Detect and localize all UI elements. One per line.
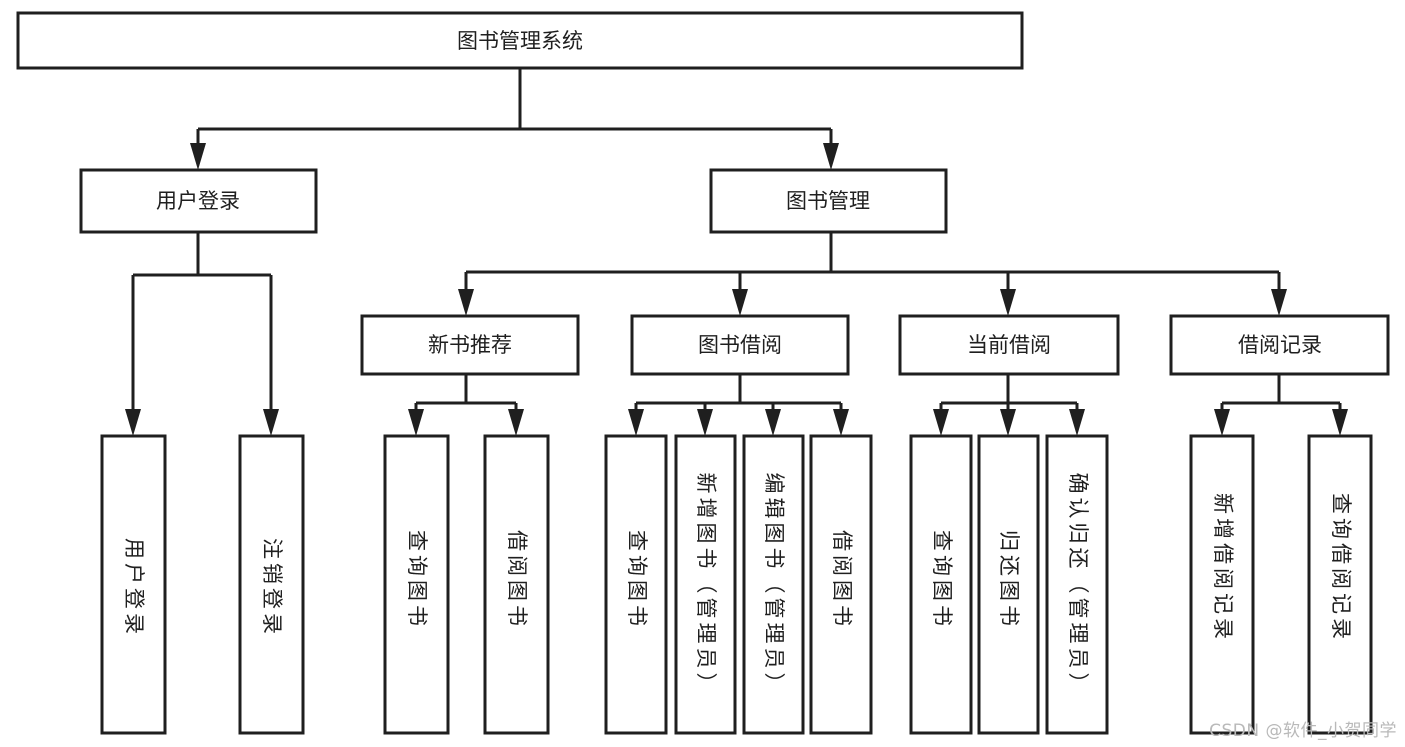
arrow-head-leaf-confirm-return xyxy=(1069,409,1085,436)
node-leaf-query-book-a-box[interactable] xyxy=(383,434,450,735)
node-leaf-query-record-label: 查询借阅记录 xyxy=(1329,493,1353,643)
node-leaf-edit-book-label: 编辑图书（管理员） xyxy=(762,473,786,698)
connector-group-root-to-level2 xyxy=(190,68,839,170)
node-borrow-record[interactable]: 借阅记录 xyxy=(1169,314,1390,376)
arrow-head-leaf-borrow-book-a xyxy=(508,409,524,436)
arrow-head-leaf-edit-book xyxy=(765,409,781,436)
arrow-head-leaf-return-book xyxy=(1000,409,1016,436)
arrow-head-leaf-add-book xyxy=(697,409,713,436)
node-leaf-query-book-a[interactable]: 查询图书 xyxy=(383,434,450,735)
node-root-label: 图书管理系统 xyxy=(457,29,583,53)
node-leaf-add-book-label: 新增图书（管理员） xyxy=(694,473,718,698)
node-new-book-rec-label: 新书推荐 xyxy=(428,333,512,357)
node-leaf-add-book[interactable]: 新增图书（管理员） xyxy=(674,434,737,735)
node-leaf-query-record[interactable]: 查询借阅记录 xyxy=(1307,434,1373,735)
node-book-borrow-label: 图书借阅 xyxy=(698,333,782,357)
arrow-head-current-borrow xyxy=(1000,289,1016,316)
arrow-head-leaf-query-book-b xyxy=(628,409,644,436)
node-leaf-query-record-box[interactable] xyxy=(1307,434,1373,735)
connector-group-new-book-rec-to-leaves xyxy=(408,374,524,436)
arrow-head-book-borrow xyxy=(732,289,748,316)
node-leaf-borrow-book-a-label: 借阅图书 xyxy=(505,530,529,630)
node-leaf-query-book-a-label: 查询图书 xyxy=(405,530,429,630)
arrow-head-leaf-user-login xyxy=(125,409,141,436)
node-leaf-confirm-return-label: 确认归还（管理员） xyxy=(1066,473,1090,698)
node-book-borrow-box[interactable] xyxy=(630,314,850,376)
node-user-login-box[interactable] xyxy=(79,168,318,234)
node-new-book-rec[interactable]: 新书推荐 xyxy=(360,314,580,376)
node-leaf-add-record[interactable]: 新增借阅记录 xyxy=(1189,434,1255,735)
node-current-borrow-box[interactable] xyxy=(898,314,1120,376)
node-root-box[interactable] xyxy=(16,11,1024,70)
node-leaf-user-login[interactable]: 用户登录 xyxy=(100,434,167,735)
connector-group-book-borrow-to-leaves xyxy=(628,374,849,436)
arrow-head-book-manage xyxy=(823,143,839,170)
node-book-borrow[interactable]: 图书借阅 xyxy=(630,314,850,376)
node-book-manage-box[interactable] xyxy=(709,168,948,234)
arrow-head-leaf-add-record xyxy=(1214,409,1230,436)
arrow-head-leaf-borrow-book-b xyxy=(833,409,849,436)
node-leaf-confirm-return[interactable]: 确认归还（管理员） xyxy=(1045,434,1109,735)
node-current-borrow[interactable]: 当前借阅 xyxy=(898,314,1120,376)
connector-group-book-manage-to-level3 xyxy=(458,232,1287,316)
node-root[interactable]: 图书管理系统 xyxy=(16,11,1024,70)
node-leaf-return-book-box[interactable] xyxy=(977,434,1040,735)
node-leaf-return-book[interactable]: 归还图书 xyxy=(977,434,1040,735)
arrow-head-leaf-query-record xyxy=(1332,409,1348,436)
node-leaf-query-book-c-box[interactable] xyxy=(909,434,973,735)
node-leaf-edit-book-box[interactable] xyxy=(742,434,805,735)
arrow-head-leaf-query-book-c xyxy=(933,409,949,436)
node-leaf-logout-label: 注销登录 xyxy=(260,538,284,638)
node-user-login[interactable]: 用户登录 xyxy=(79,168,318,234)
node-borrow-record-box[interactable] xyxy=(1169,314,1390,376)
node-leaf-edit-book[interactable]: 编辑图书（管理员） xyxy=(742,434,805,735)
node-book-manage[interactable]: 图书管理 xyxy=(709,168,948,234)
node-leaf-user-login-box[interactable] xyxy=(100,434,167,735)
node-leaf-confirm-return-box[interactable] xyxy=(1045,434,1109,735)
arrow-head-new-book-rec xyxy=(458,289,474,316)
node-leaf-add-record-box[interactable] xyxy=(1189,434,1255,735)
node-leaf-add-book-box[interactable] xyxy=(674,434,737,735)
arrow-head-user-login xyxy=(190,143,206,170)
arrow-head-leaf-query-book-a xyxy=(408,409,424,436)
connector-group-current-borrow-to-leaves xyxy=(933,374,1085,436)
node-book-manage-label: 图书管理 xyxy=(786,189,870,213)
node-user-login-label: 用户登录 xyxy=(156,189,240,213)
node-leaf-return-book-label: 归还图书 xyxy=(997,530,1021,630)
node-leaf-query-book-c-label: 查询图书 xyxy=(930,530,954,630)
node-leaf-query-book-c[interactable]: 查询图书 xyxy=(909,434,973,735)
node-new-book-rec-box[interactable] xyxy=(360,314,580,376)
node-leaf-query-book-b[interactable]: 查询图书 xyxy=(604,434,668,735)
node-leaf-query-book-b-label: 查询图书 xyxy=(625,530,649,630)
node-leaf-user-login-label: 用户登录 xyxy=(122,538,146,638)
node-leaf-borrow-book-a-box[interactable] xyxy=(483,434,550,735)
node-leaf-logout-box[interactable] xyxy=(238,434,305,735)
arrow-head-leaf-logout xyxy=(263,409,279,436)
node-leaf-add-record-label: 新增借阅记录 xyxy=(1211,493,1235,643)
node-borrow-record-label: 借阅记录 xyxy=(1238,333,1322,357)
arrow-head-borrow-record xyxy=(1271,289,1287,316)
node-leaf-borrow-book-a[interactable]: 借阅图书 xyxy=(483,434,550,735)
connector-group-borrow-record-to-leaves xyxy=(1214,374,1348,436)
node-current-borrow-label: 当前借阅 xyxy=(967,333,1051,357)
node-leaf-borrow-book-b[interactable]: 借阅图书 xyxy=(809,434,873,735)
node-leaf-borrow-book-b-box[interactable] xyxy=(809,434,873,735)
node-leaf-borrow-book-b-label: 借阅图书 xyxy=(830,530,854,630)
connector-group-user-login-to-leaves xyxy=(125,232,279,436)
node-leaf-logout[interactable]: 注销登录 xyxy=(238,434,305,735)
node-leaf-query-book-b-box[interactable] xyxy=(604,434,668,735)
